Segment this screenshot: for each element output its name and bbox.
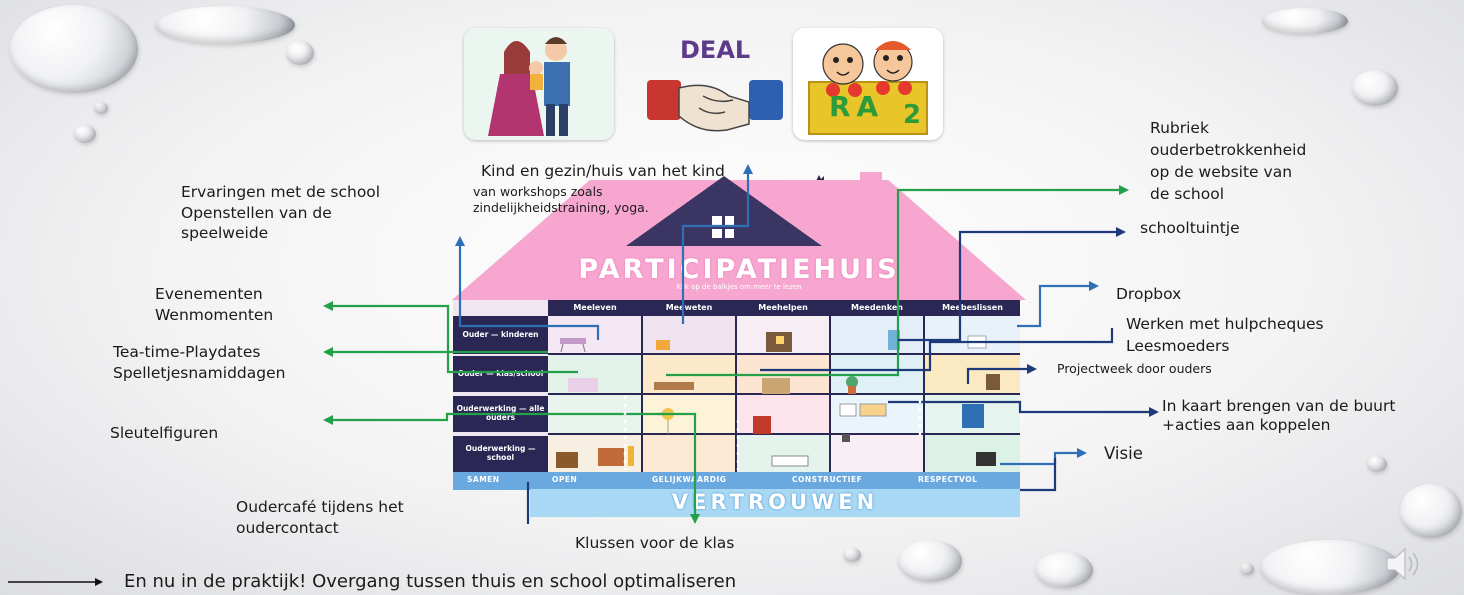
- house-title: PARTICIPATIEHUIS: [578, 254, 900, 285]
- label-workshops: van workshops zoals zindelijkheidstraini…: [473, 184, 649, 215]
- water-drop: [1400, 484, 1462, 538]
- water-drop: [1035, 552, 1093, 588]
- value-label: GELIJKWAARDIG: [652, 475, 727, 484]
- label-teatime: Tea-time-Playdates Spelletjesnamiddagen: [113, 343, 286, 382]
- water-drop: [1240, 563, 1254, 575]
- row-header[interactable]: Ouder — klas/school: [453, 356, 548, 392]
- water-drop: [1367, 456, 1387, 472]
- label-in-kaart: In kaart brengen van de buurt +acties aa…: [1162, 397, 1396, 434]
- label-kind-gezin: Kind en gezin/huis van het kind: [481, 162, 725, 180]
- water-drop: [10, 5, 138, 93]
- water-drop: [1352, 70, 1398, 106]
- water-drop: [1260, 540, 1400, 595]
- house-subtitle: Klik op de balkjes om meer te lezen: [676, 283, 802, 291]
- label-ervaringen: Ervaringen met de school Openstellen van…: [181, 183, 381, 243]
- water-drop: [94, 102, 108, 114]
- foundation-block: [530, 489, 1020, 517]
- label-rubriek: Rubriek ouderbetrokkenheid op de website…: [1150, 119, 1307, 203]
- value-label: SAMEN: [467, 475, 500, 484]
- water-drop: [1262, 8, 1348, 34]
- row-header[interactable]: Ouder — kinderen: [453, 316, 548, 354]
- label-leesmoeders: Leesmoeders: [1126, 337, 1230, 355]
- footer-text: En nu in de praktijk! Overgang tussen th…: [124, 571, 737, 592]
- foundation-title: VERTROUWEN: [671, 490, 879, 514]
- label-hulpcheques: Werken met hulpcheques: [1126, 315, 1324, 333]
- room-cell[interactable]: [642, 434, 736, 472]
- column-header[interactable]: Meehelpen: [737, 300, 829, 316]
- column-header[interactable]: Meeweten: [643, 300, 735, 316]
- label-klussen: Klussen voor de klas: [575, 534, 735, 552]
- handshake-icon: [647, 80, 783, 132]
- label-schooltuintje: schooltuintje: [1140, 219, 1240, 237]
- ra2-illustration: RA 2: [793, 28, 943, 140]
- water-drop: [74, 125, 96, 143]
- value-label: RESPECTVOL: [918, 475, 978, 484]
- row-header[interactable]: Ouderwerking — school: [453, 436, 548, 472]
- water-drop: [286, 41, 314, 65]
- column-header[interactable]: Meebeslissen: [925, 300, 1020, 316]
- room-cell[interactable]: [924, 354, 1020, 394]
- label-oudercafe: Oudercafé tijdens het oudercontact: [236, 498, 404, 537]
- room-cell[interactable]: [736, 394, 830, 434]
- column-header[interactable]: Meeleven: [548, 300, 642, 316]
- water-drop: [898, 540, 962, 582]
- room-cell[interactable]: [924, 434, 1020, 472]
- value-label: OPEN: [552, 475, 578, 484]
- room-cell[interactable]: [830, 316, 924, 354]
- label-evenementen: Evenementen Wenmomenten: [155, 285, 274, 324]
- water-drop: [155, 6, 295, 44]
- dashed-separators: [623, 396, 922, 470]
- values-bar: [453, 472, 1020, 490]
- column-header[interactable]: Meedenken: [831, 300, 923, 316]
- value-label: CONSTRUCTIEF: [792, 475, 863, 484]
- speaker-icon[interactable]: [1383, 546, 1423, 582]
- family-illustration: [464, 28, 614, 140]
- label-dropbox: Dropbox: [1116, 285, 1182, 303]
- label-visie: Visie: [1104, 444, 1143, 463]
- deal-label: DEAL: [680, 36, 751, 64]
- label-sleutelfiguren: Sleutelfiguren: [110, 424, 219, 442]
- water-drop: [843, 548, 861, 562]
- label-projectweek: Projectweek door ouders: [1057, 361, 1212, 376]
- room-cell[interactable]: [548, 316, 642, 354]
- ra-label: RA: [829, 90, 885, 123]
- ra-exponent: 2: [903, 100, 922, 130]
